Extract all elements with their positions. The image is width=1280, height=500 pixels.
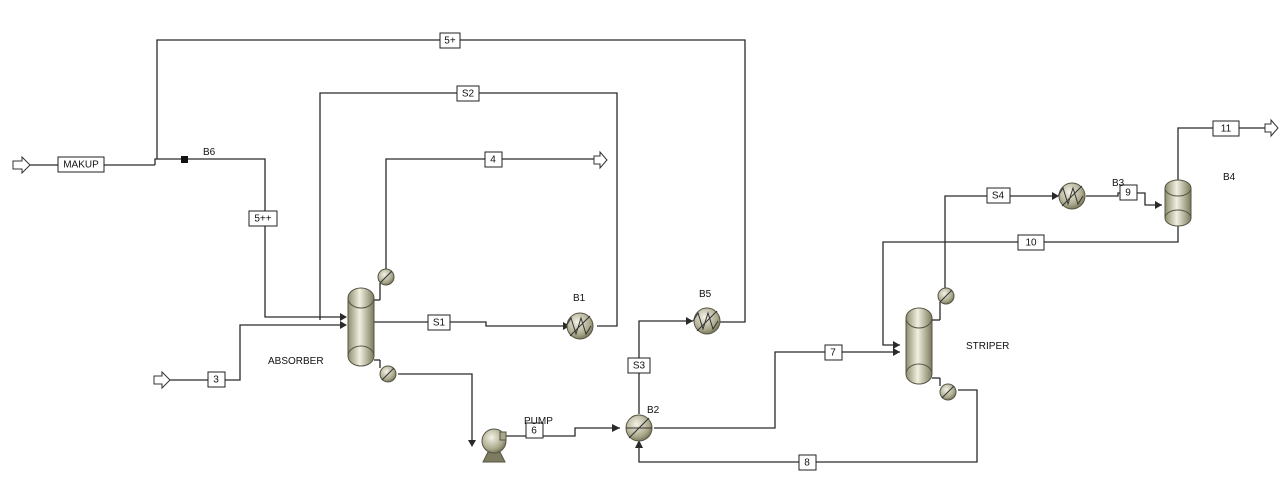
- stream-label-text: 10: [1025, 238, 1037, 249]
- mixer-icon[interactable]: [181, 156, 188, 163]
- stream-label-text: 8: [804, 458, 810, 469]
- stream-label-text: 5++: [254, 214, 271, 225]
- stream-8-line[interactable]: [638, 389, 978, 463]
- heat-exchanger-icon[interactable]: [692, 307, 721, 335]
- stream-s4-line[interactable]: [944, 195, 1058, 288]
- stream-s3-line[interactable]: [638, 320, 693, 414]
- stream-label-text: 6: [531, 426, 537, 437]
- block-label-striper: STRIPER: [966, 341, 1009, 352]
- stream-label-text: 3: [213, 375, 219, 386]
- feed-arrow-icon[interactable]: [12, 155, 31, 175]
- product-arrow-icon[interactable]: [1264, 118, 1279, 138]
- stream-label-text: 4: [490, 155, 496, 166]
- heat-exchanger-icon[interactable]: [374, 359, 397, 383]
- stream-label-s4[interactable]: S4: [986, 187, 1011, 204]
- stream-7-line[interactable]: [654, 351, 900, 429]
- stream-5pp-line[interactable]: [187, 158, 340, 318]
- stream-label-8[interactable]: 8: [798, 454, 817, 471]
- heat-exchanger-icon[interactable]: [374, 268, 395, 301]
- block-label-b5: B5: [699, 289, 712, 300]
- stream-4-line[interactable]: [385, 158, 594, 275]
- block-label-b6: B6: [203, 147, 216, 158]
- stream-label-7[interactable]: 7: [824, 344, 843, 361]
- stream-label-text: S1: [433, 318, 446, 329]
- heat-exchanger-icon[interactable]: [932, 377, 957, 401]
- feed-arrow-icon[interactable]: [153, 370, 171, 390]
- stream-label-s2[interactable]: S2: [456, 85, 480, 102]
- stream-label-text: 11: [1221, 124, 1232, 135]
- stream-label-4[interactable]: 4: [484, 151, 503, 168]
- stream-label-5pp[interactable]: 5++: [248, 210, 278, 227]
- stream-label-5plus[interactable]: 5+: [439, 32, 461, 49]
- block-label-b1: B1: [573, 293, 586, 304]
- stream-label-10[interactable]: 10: [1017, 234, 1045, 251]
- stream-label-6[interactable]: 6: [525, 422, 544, 439]
- stream-s2-line[interactable]: [319, 92, 618, 327]
- stream-bottoms-line[interactable]: [398, 373, 473, 440]
- stream-label-s1[interactable]: S1: [427, 314, 451, 331]
- stream-6-line[interactable]: [505, 427, 620, 437]
- heat-exchanger-icon[interactable]: [1057, 182, 1086, 210]
- stream-label-text: 7: [830, 348, 836, 359]
- stream-label-s3[interactable]: S3: [627, 357, 651, 374]
- stream-makup-line[interactable]: [30, 158, 183, 166]
- stream-label-3[interactable]: 3: [207, 371, 226, 388]
- stream-3-line[interactable]: [170, 324, 340, 381]
- stream-label-text: S2: [462, 89, 475, 100]
- block-label-b3: B3: [1112, 178, 1125, 189]
- stream-label-text: 9: [1125, 188, 1131, 199]
- product-arrow-icon[interactable]: [593, 150, 608, 170]
- stream-label-makup[interactable]: MAKUP: [57, 156, 105, 173]
- block-label-b2: B2: [647, 405, 660, 416]
- flash-drum-icon[interactable]: [1164, 179, 1192, 227]
- block-label-pump: PUMP: [524, 416, 553, 427]
- stream-label-11[interactable]: 11: [1212, 120, 1240, 137]
- stream-s1-line[interactable]: [374, 321, 563, 327]
- column-icon[interactable]: [905, 307, 933, 385]
- heat-exchanger-icon[interactable]: [932, 287, 955, 321]
- stream-label-text: 5+: [444, 36, 456, 47]
- stream-5plus-line[interactable]: [156, 39, 746, 323]
- block-label-absorber: ABSORBER: [268, 356, 324, 367]
- stream-10-line[interactable]: [882, 225, 1179, 346]
- column-icon[interactable]: [347, 287, 375, 367]
- stream-label-9[interactable]: 9: [1119, 184, 1138, 201]
- pump-icon[interactable]: [481, 428, 507, 463]
- stream-label-text: S4: [992, 191, 1005, 202]
- block-label-b4: B4: [1223, 172, 1236, 183]
- stream-label-text: MAKUP: [63, 160, 99, 171]
- heat-exchanger-icon[interactable]: [565, 312, 594, 340]
- stream-label-text: S3: [633, 361, 646, 372]
- heat-exchanger-icon[interactable]: [625, 414, 653, 442]
